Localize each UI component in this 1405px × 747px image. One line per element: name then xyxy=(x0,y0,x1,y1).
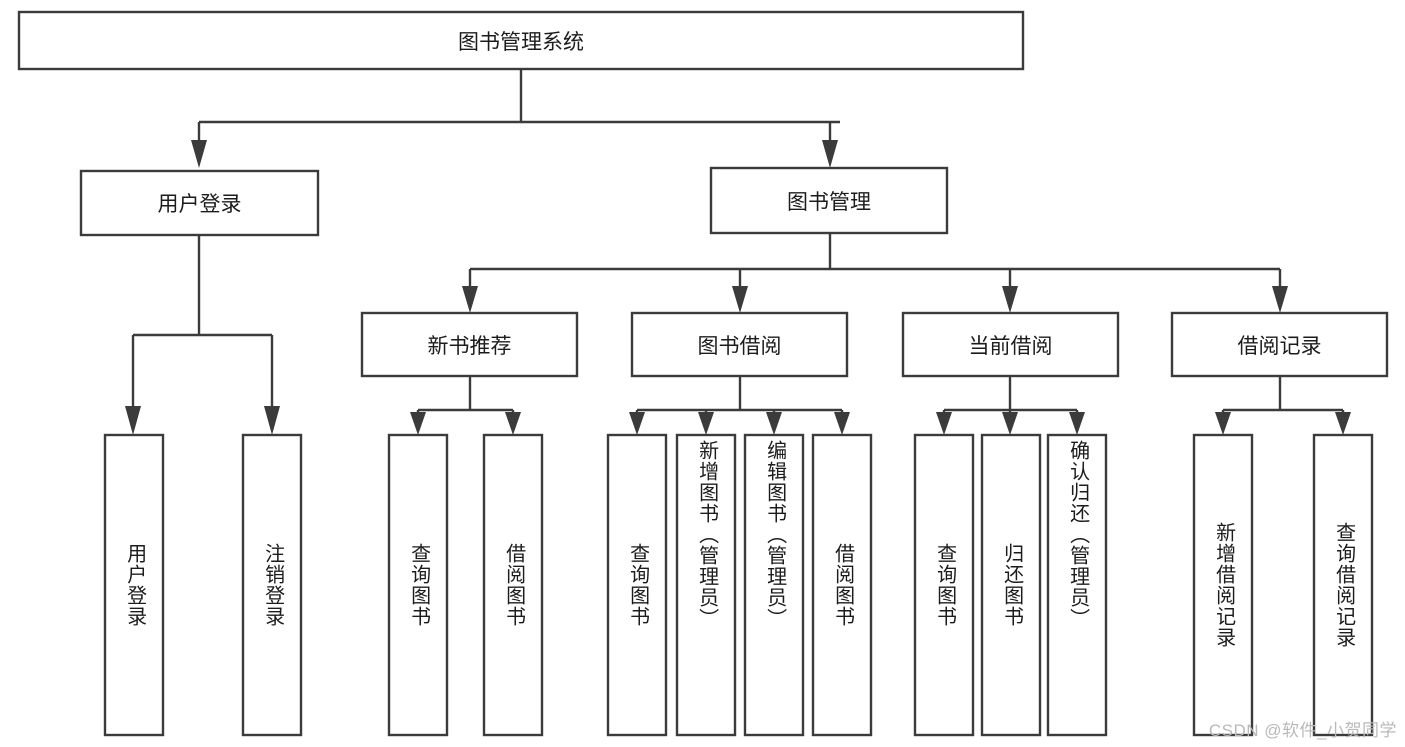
leaf-add-book-admin[interactable] xyxy=(675,433,737,737)
connector-borrow-record-to-leaves xyxy=(1215,376,1351,435)
leaf-edit-book-admin[interactable] xyxy=(743,433,805,737)
arrow-head-cb-leaf1 xyxy=(936,412,952,435)
leaf-query-book-borrowing[interactable] xyxy=(606,433,668,737)
leaf-add-borrow-record[interactable] xyxy=(1192,433,1254,737)
connector-root-to-level1 xyxy=(191,69,840,168)
connector-new-book-rec-to-leaves xyxy=(410,376,521,435)
leaf-borrow-book-borrowing[interactable] xyxy=(811,433,873,737)
arrow-head-new-book-rec xyxy=(462,286,478,313)
node-root-book-management-system[interactable] xyxy=(17,10,1025,71)
arrow-head-nbr-leaf2 xyxy=(505,412,521,435)
arrow-head-bb-leaf4 xyxy=(834,412,850,435)
arrow-head-br-leaf1 xyxy=(1215,412,1231,435)
arrow-head-current-borrow xyxy=(1002,286,1018,313)
node-current-borrowing[interactable] xyxy=(901,311,1120,378)
arrow-head-book-mgmt xyxy=(822,140,838,168)
leaf-logout[interactable] xyxy=(241,433,303,737)
node-book-borrowing[interactable] xyxy=(630,311,849,378)
arrow-head-bb-leaf2 xyxy=(698,412,714,435)
arrow-head-bb-leaf1 xyxy=(629,412,645,435)
leaf-confirm-return-admin[interactable] xyxy=(1046,433,1108,737)
arrow-head-bb-leaf3 xyxy=(766,412,782,435)
connector-book-borrow-to-leaves xyxy=(629,376,850,435)
arrow-head-user-login xyxy=(191,140,207,168)
leaf-user-login[interactable] xyxy=(103,433,165,737)
connector-current-borrow-to-leaves xyxy=(936,376,1085,435)
arrow-head-br-leaf2 xyxy=(1335,412,1351,435)
connector-book-mgmt-to-level2 xyxy=(462,233,1288,313)
csdn-watermark: CSDN @软件_小贺同学 xyxy=(1208,721,1397,740)
node-new-book-recommendation[interactable] xyxy=(360,311,579,378)
leaf-query-borrow-record[interactable] xyxy=(1312,433,1374,737)
arrow-head-cb-leaf2 xyxy=(1002,412,1018,435)
leaf-query-book-new-book[interactable] xyxy=(387,433,449,737)
node-book-management[interactable] xyxy=(709,166,949,235)
node-borrowing-record[interactable] xyxy=(1170,311,1389,378)
leaf-query-book-current[interactable] xyxy=(913,433,975,737)
connector-user-login-to-leaves xyxy=(125,235,280,435)
arrow-head-borrow-record xyxy=(1272,286,1288,313)
node-user-login[interactable] xyxy=(79,169,320,237)
arrow-head-leaf-user-login xyxy=(125,406,141,435)
arrow-head-leaf-logout xyxy=(264,406,280,435)
arrow-head-cb-leaf3 xyxy=(1069,412,1085,435)
arrow-head-book-borrow xyxy=(732,286,748,313)
arrow-head-nbr-leaf1 xyxy=(410,412,426,435)
leaf-return-book[interactable] xyxy=(980,433,1042,737)
leaf-borrow-book-new-book[interactable] xyxy=(482,433,544,737)
